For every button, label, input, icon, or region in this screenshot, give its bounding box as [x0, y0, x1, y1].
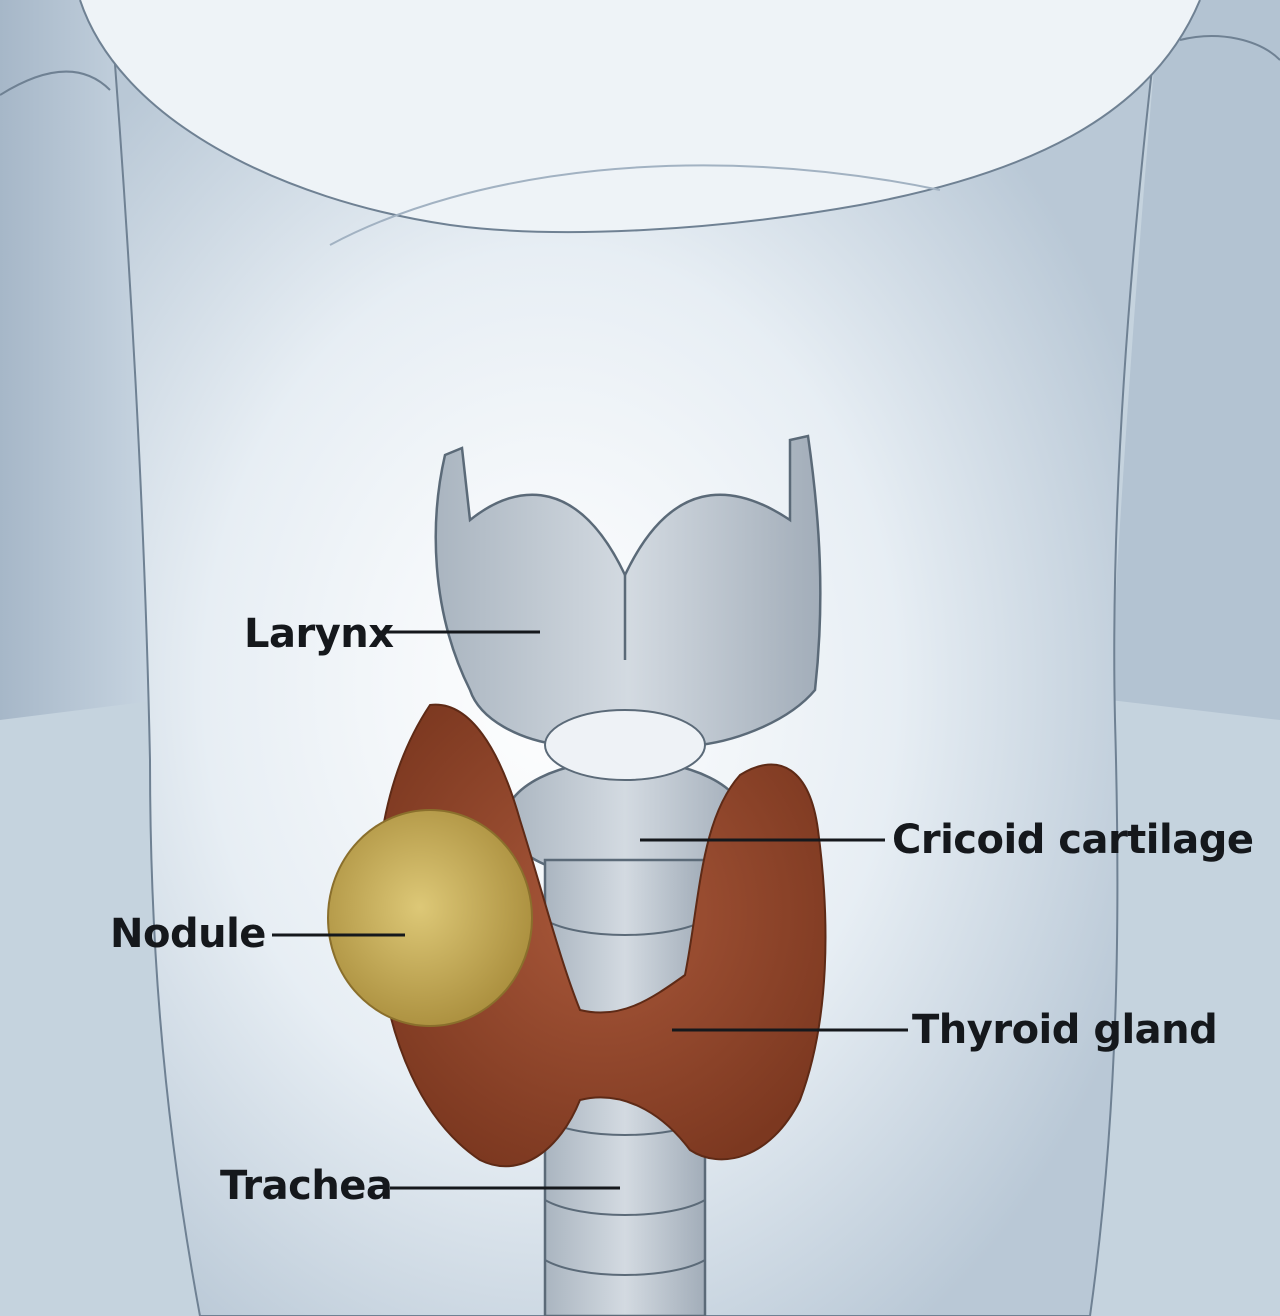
nodule-label: Nodule	[110, 914, 266, 954]
cricoid-cartilage-label: Cricoid cartilage	[892, 820, 1253, 860]
thyroid-gland-label: Thyroid gland	[912, 1010, 1217, 1050]
vocal-opening	[545, 710, 705, 780]
larynx-label: Larynx	[244, 614, 394, 654]
nodule-shape	[328, 810, 532, 1026]
trachea-label: Trachea	[220, 1166, 392, 1206]
